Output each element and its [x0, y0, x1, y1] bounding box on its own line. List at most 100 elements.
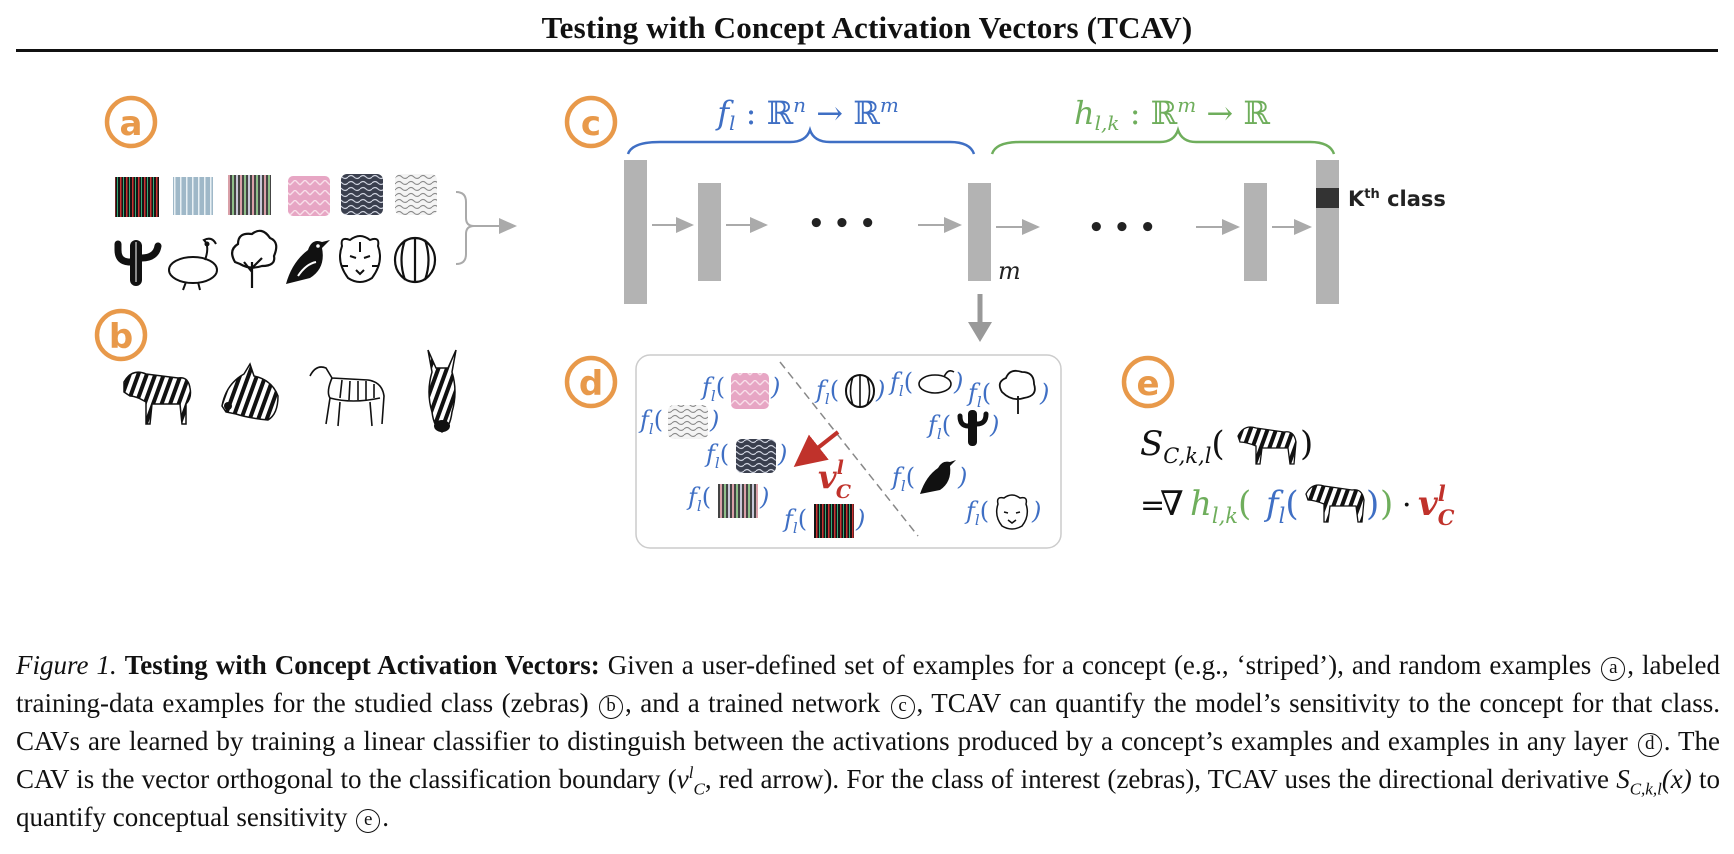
h-sub: l,k	[1212, 504, 1238, 528]
panel-c-badge	[564, 95, 618, 149]
examples-bracket	[455, 191, 475, 265]
svg-text:): )	[855, 505, 865, 533]
panel-d: d fl( ) fl( ) fl( ) fl( ) fl( )	[564, 354, 1062, 549]
f-map-sub: l	[729, 111, 735, 135]
zebra-front-icon	[427, 349, 457, 433]
h-domain: : ℝ	[1120, 94, 1178, 132]
f-brace	[626, 126, 976, 155]
caption-cav-v: v	[676, 764, 689, 794]
s-symbol: S	[1140, 424, 1163, 464]
f-sub: l	[901, 477, 906, 495]
zebra-input-icon	[1237, 426, 1297, 465]
hidden-layer-late	[1244, 183, 1267, 281]
svg-text:): )	[777, 440, 787, 468]
caption-s-sub: C,k,l	[1629, 779, 1662, 799]
cav-arrow	[793, 430, 840, 467]
svg-text:): )	[709, 406, 719, 434]
panel-b-badge	[94, 308, 148, 362]
panel-e-badge	[1121, 355, 1175, 409]
h-brace	[990, 126, 1336, 155]
kth-class-th: th	[1364, 187, 1379, 202]
cav-v: v	[818, 458, 837, 496]
caption-text-6: , red arrow). For the class of interest …	[704, 764, 1617, 794]
figure-caption: Figure 1. Testing with Concept Activatio…	[16, 646, 1720, 836]
panel-a-letter: a	[120, 104, 143, 144]
tcav-figure: a	[94, 93, 1455, 549]
dark-wavy-swatch	[341, 174, 383, 215]
cav-sup-e: l	[1438, 481, 1446, 506]
svg-text:): )	[953, 368, 963, 396]
activation-down-arrowhead	[968, 322, 992, 342]
caption-ref-e: e	[356, 809, 381, 833]
caption-text-4: , TCAV can quantify the model’s sensitiv…	[16, 688, 1721, 756]
f-domain-n: n	[793, 93, 806, 117]
panel-c-letter: c	[581, 104, 601, 144]
activation-bird: fl( )	[890, 460, 967, 495]
dodo-icon	[168, 237, 218, 291]
f-sub: l	[899, 382, 904, 400]
classification-boundary	[779, 361, 919, 537]
activation-darkwave: fl( )	[704, 439, 787, 473]
svg-text:): )	[1031, 497, 1041, 525]
f-sub: l	[711, 387, 716, 405]
f-sub: l	[715, 454, 720, 472]
sensitivity-lhs-close: )	[1300, 424, 1313, 464]
f-mapping-label: fl : ℝn → ℝm	[715, 93, 899, 135]
f-sub: l	[937, 425, 942, 443]
zebra-input-icon-2	[1305, 484, 1365, 523]
zebra-outline-icon	[309, 366, 385, 427]
caption-cav-sub: C	[693, 779, 705, 799]
h-symbol: h	[1190, 484, 1212, 524]
caption-text-3: , and a trained network	[625, 688, 889, 718]
h-term: hl,k(	[1190, 484, 1251, 528]
figure-label: Figure 1.	[16, 650, 117, 680]
watermelon-icon	[393, 236, 437, 284]
h-map: h	[1074, 94, 1095, 132]
panel-e-letter: e	[1136, 364, 1159, 404]
h-domain-m: m	[1177, 93, 1196, 117]
gray-wavy-swatch	[395, 174, 437, 215]
dot-operator: ·	[1402, 488, 1412, 523]
panel-d-badge	[564, 355, 618, 409]
h-close: )	[1380, 484, 1393, 524]
panel-b: b	[94, 308, 457, 433]
tiger-icon	[339, 235, 381, 283]
output-layer	[1316, 160, 1339, 304]
f-term: fl(	[1263, 484, 1299, 528]
kth-class-unit	[1316, 188, 1339, 208]
caption-text-7: to quantify conceptual sensitivity	[16, 764, 1720, 832]
f-sub: l	[793, 519, 798, 537]
cav-sub: C	[836, 481, 851, 503]
tree-icon	[231, 229, 278, 288]
caption-lead: Testing with Concept Activation Vectors:	[124, 650, 600, 680]
f-close: )	[1366, 484, 1379, 524]
zebra-head-icon	[221, 362, 279, 421]
input-layer	[624, 160, 647, 304]
title-rule	[16, 49, 1718, 52]
panel-a-badge	[104, 95, 158, 149]
caption-text-2: , labeled training-data examples for the…	[16, 650, 1720, 718]
f-sub: l	[975, 511, 980, 529]
f-codomain-m: m	[880, 93, 899, 117]
f-codomain: → ℝ	[806, 94, 880, 132]
caption-ref-a: a	[1601, 657, 1626, 681]
f-sub-e: l	[1279, 504, 1286, 528]
svg-text:): )	[759, 483, 769, 511]
cav-sub-e: C	[1438, 505, 1455, 530]
ellipsis-1: • • •	[808, 209, 876, 239]
h-mapping-label: hl,k : ℝm → ℝ	[1074, 93, 1270, 135]
dark-stripes-swatch	[115, 177, 159, 217]
caption-ref-b: b	[599, 695, 624, 719]
svg-text:): )	[957, 463, 967, 491]
cactus-icon	[114, 240, 162, 286]
ellipsis-2: • • •	[1088, 213, 1156, 243]
f-sub: l	[649, 420, 654, 438]
f-sub: l	[977, 393, 982, 411]
caption-text-5: . The CAV is the vector orthogonal to th…	[16, 726, 1720, 794]
page-title: Testing with Concept Activation Vectors …	[541, 10, 1193, 45]
svg-text:): )	[875, 376, 885, 404]
blue-stripes-swatch	[173, 177, 213, 215]
caption-ref-c: c	[890, 695, 915, 719]
